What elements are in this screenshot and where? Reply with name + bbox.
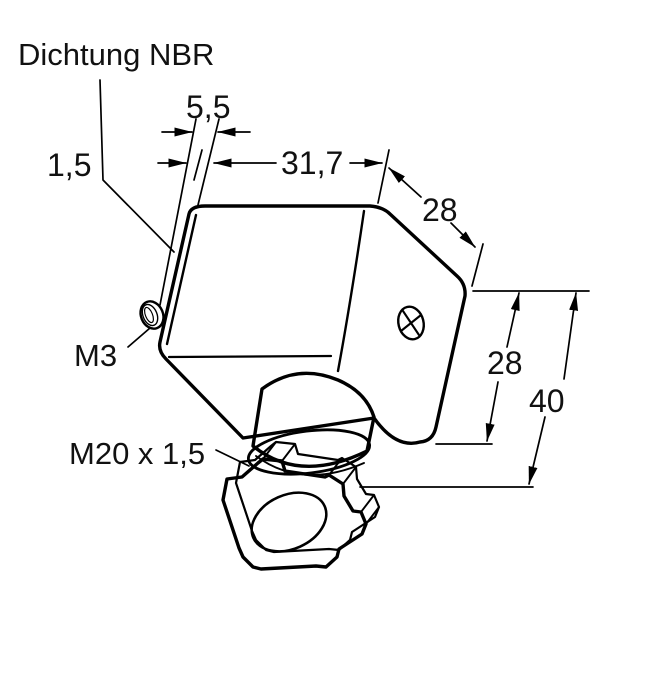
leader-lines	[99, 79, 250, 467]
cable-gland	[221, 371, 381, 571]
dim-housing-height-value: 28	[487, 345, 523, 381]
label-m20-thread: M20 x 1,5	[69, 436, 205, 471]
screw-cross-slot	[399, 309, 423, 337]
dim-40-upper	[563, 292, 579, 380]
label-seal-material: Dichtung NBR	[18, 37, 214, 72]
ext-line-top-rear	[377, 149, 390, 204]
dim-28-depth-arrow-up	[388, 167, 422, 198]
nut-castellation-edges	[262, 441, 380, 525]
ext-line-seal-outer	[159, 118, 197, 306]
cover-screw	[397, 305, 425, 341]
gland-cylinder	[251, 371, 376, 468]
dim-housing-length-value: 31,7	[281, 145, 343, 181]
dim-28-depth-arrow-down	[450, 222, 476, 248]
dim-40-lower	[528, 416, 546, 485]
front-right-edge	[336, 209, 366, 373]
dimension-lines	[157, 127, 579, 485]
dim-seal-thickness-value: 1,5	[47, 147, 91, 183]
dim-28-height-lower	[485, 381, 499, 442]
gland-nut	[221, 457, 368, 571]
dim-housing-depth-value: 28	[422, 192, 458, 228]
label-m3-thread: M3	[74, 338, 117, 373]
connector-housing	[157, 204, 467, 445]
extension-lines	[159, 118, 590, 488]
leader-m20	[215, 449, 250, 467]
ext-tick-depth-lower	[471, 243, 484, 287]
dim-overall-height-value: 40	[529, 383, 565, 419]
dim-28-height-upper	[506, 292, 520, 348]
front-face-crease-line	[167, 354, 333, 359]
ext-line-seal-inner	[193, 149, 203, 181]
m3-screw-boss	[139, 300, 165, 330]
housing-body	[157, 204, 467, 445]
ext-line-front-plane	[197, 118, 220, 206]
seal-edge-line	[165, 213, 198, 346]
dim-front-section-value: 5,5	[186, 89, 230, 125]
leader-m3	[127, 327, 151, 348]
gland-bore	[250, 491, 328, 553]
leader-seal	[99, 79, 175, 253]
